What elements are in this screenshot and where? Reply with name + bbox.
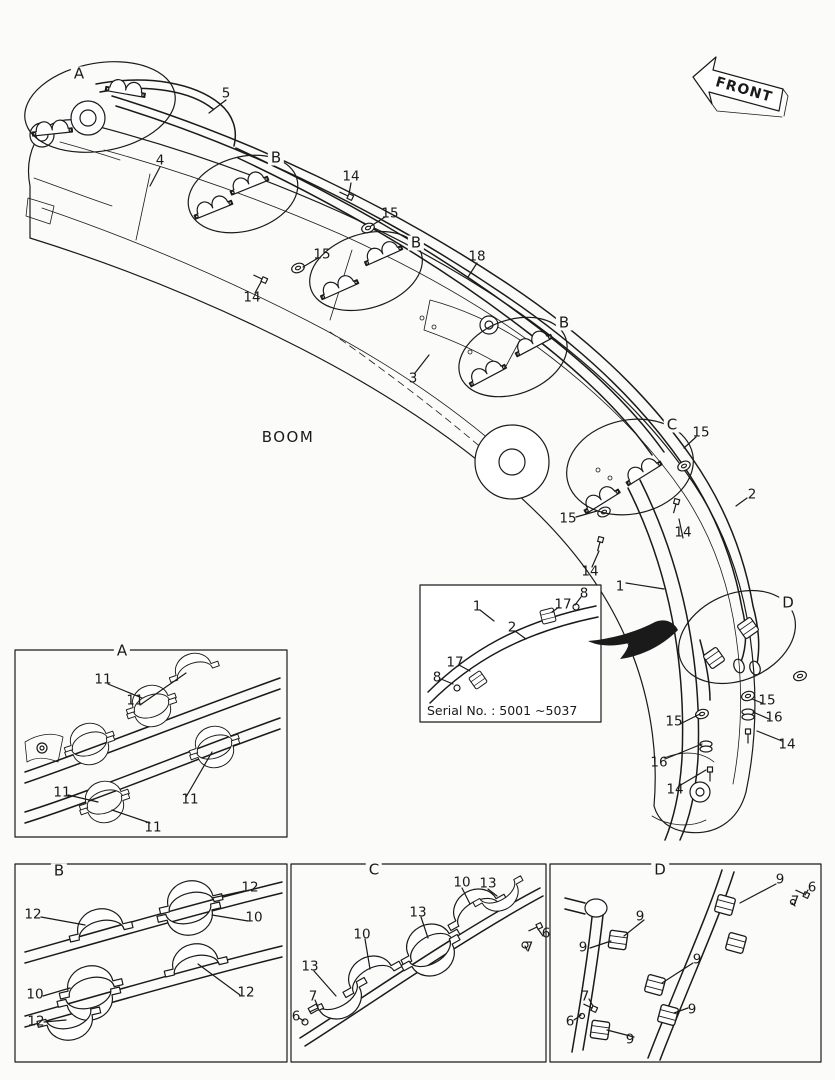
callout-number-15: 15 bbox=[758, 692, 776, 709]
callout-number-2: 2 bbox=[747, 486, 757, 503]
callout-number-9: 9 bbox=[775, 871, 785, 888]
section-label-a-circle: A bbox=[70, 66, 88, 82]
serial-inset-box bbox=[419, 584, 602, 723]
callout-number-11: 11 bbox=[144, 819, 162, 836]
callout-number-17: 17 bbox=[554, 596, 572, 613]
callout-number-15: 15 bbox=[313, 246, 331, 263]
detail-box-d bbox=[549, 863, 822, 1063]
callout-number-14: 14 bbox=[243, 289, 261, 306]
callout-number-17: 17 bbox=[446, 654, 464, 671]
section-label-d-box: D bbox=[651, 862, 669, 878]
section-label-b-circle: B bbox=[267, 150, 285, 166]
section-label-c-circle: C bbox=[663, 417, 681, 433]
pointer-arrow-icon bbox=[588, 620, 678, 659]
detail-circles bbox=[24, 61, 797, 685]
detail-box-a bbox=[14, 645, 288, 838]
callout-number-9: 9 bbox=[625, 1031, 635, 1048]
callout-number-9: 9 bbox=[635, 908, 645, 925]
leader-lines bbox=[40, 99, 809, 1038]
detail-box-b bbox=[14, 863, 288, 1063]
section-label-b-circle: B bbox=[407, 235, 425, 251]
callout-number-1: 1 bbox=[472, 598, 482, 615]
callout-number-5: 5 bbox=[221, 85, 231, 102]
section-label-d-circle: D bbox=[779, 595, 797, 611]
callout-number-11: 11 bbox=[94, 671, 112, 688]
section-label-b-box: B bbox=[50, 863, 68, 879]
callout-number-15: 15 bbox=[559, 510, 577, 527]
callout-number-4: 4 bbox=[155, 152, 165, 169]
callout-number-18: 18 bbox=[468, 248, 486, 265]
callout-number-13: 13 bbox=[479, 875, 497, 892]
boom-label: BOOM bbox=[261, 428, 315, 446]
front-arrow-icon bbox=[692, 56, 789, 118]
callout-number-7: 7 bbox=[580, 988, 590, 1005]
serial-number-label: Serial No. : 5001 ~5037 bbox=[427, 703, 578, 718]
callout-number-10: 10 bbox=[353, 926, 371, 943]
callout-number-11: 11 bbox=[126, 692, 144, 709]
callout-number-16: 16 bbox=[765, 709, 783, 726]
callout-number-7: 7 bbox=[524, 939, 534, 956]
callout-number-9: 9 bbox=[578, 939, 588, 956]
callout-number-7: 7 bbox=[308, 988, 318, 1005]
section-label-a-box: A bbox=[113, 643, 131, 659]
callout-number-14: 14 bbox=[342, 168, 360, 185]
section-label-c-box: C bbox=[365, 862, 383, 878]
callout-number-9: 9 bbox=[687, 1001, 697, 1018]
callout-number-15: 15 bbox=[692, 424, 710, 441]
callout-number-13: 13 bbox=[409, 904, 427, 921]
piping-lines bbox=[95, 79, 761, 841]
callout-number-10: 10 bbox=[245, 909, 263, 926]
callout-number-14: 14 bbox=[666, 781, 684, 798]
callout-number-14: 14 bbox=[778, 736, 796, 753]
callout-number-9: 9 bbox=[692, 951, 702, 968]
callout-number-10: 10 bbox=[26, 986, 44, 1003]
callout-number-14: 14 bbox=[581, 563, 599, 580]
callout-number-1: 1 bbox=[615, 578, 625, 595]
callout-number-6: 6 bbox=[565, 1013, 575, 1030]
callout-number-6: 6 bbox=[291, 1008, 301, 1025]
callout-number-2: 2 bbox=[507, 619, 517, 636]
callout-number-3: 3 bbox=[408, 370, 418, 387]
callout-number-15: 15 bbox=[381, 205, 399, 222]
callout-number-12: 12 bbox=[237, 984, 255, 1001]
section-label-b-circle: B bbox=[555, 315, 573, 331]
detail-box-c bbox=[290, 863, 547, 1063]
callout-number-7: 7 bbox=[790, 893, 800, 910]
callout-number-12: 12 bbox=[24, 906, 42, 923]
callout-number-15: 15 bbox=[665, 713, 683, 730]
callout-number-12: 12 bbox=[27, 1013, 45, 1030]
callout-number-13: 13 bbox=[301, 958, 319, 975]
callout-number-10: 10 bbox=[453, 874, 471, 891]
callout-number-14: 14 bbox=[674, 524, 692, 541]
callout-number-11: 11 bbox=[53, 784, 71, 801]
callout-number-8: 8 bbox=[579, 585, 589, 602]
callout-number-8: 8 bbox=[432, 669, 442, 686]
callout-number-11: 11 bbox=[181, 791, 199, 808]
callout-number-6: 6 bbox=[807, 879, 817, 896]
callout-number-16: 16 bbox=[650, 754, 668, 771]
callout-number-6: 6 bbox=[541, 925, 551, 942]
callout-number-12: 12 bbox=[241, 879, 259, 896]
